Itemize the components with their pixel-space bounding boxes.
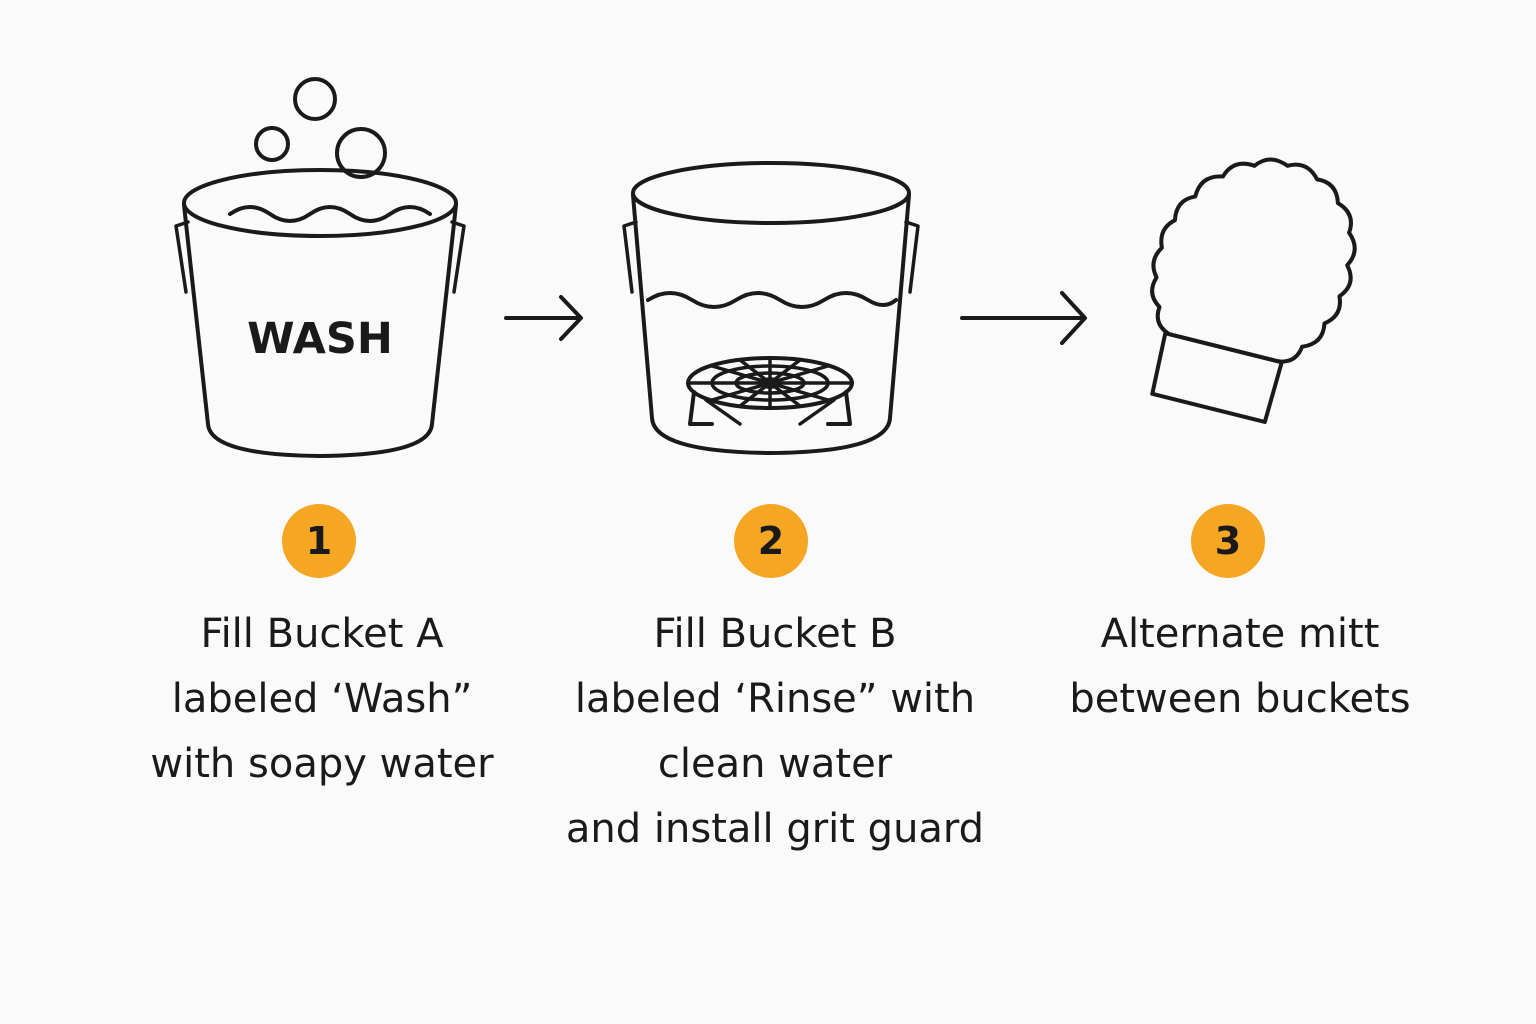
caption-line: clean water bbox=[657, 741, 893, 787]
caption-line: between buckets bbox=[1069, 676, 1411, 722]
step-caption-3: Alternate mitt between buckets bbox=[1010, 602, 1470, 732]
caption-line: and install grit guard bbox=[565, 806, 985, 852]
bubble-icon bbox=[335, 127, 387, 179]
arrow-right-icon bbox=[504, 295, 583, 341]
caption-line: Alternate mitt bbox=[1100, 611, 1380, 657]
rinse-bucket-with-grit-guard-icon bbox=[622, 161, 920, 455]
step-number-badge-1: 1 bbox=[282, 504, 356, 578]
step-number-badge-2: 2 bbox=[734, 504, 808, 578]
step-number: 2 bbox=[757, 519, 785, 563]
bubble-icon bbox=[293, 77, 337, 121]
step-number: 1 bbox=[305, 519, 333, 563]
step-caption-1: Fill Bucket A labeled ‘Wash” with soapy … bbox=[92, 602, 552, 797]
caption-line: Fill Bucket A bbox=[200, 611, 444, 657]
caption-line: with soapy water bbox=[150, 741, 494, 787]
step-number: 3 bbox=[1214, 519, 1242, 563]
grit-guard-icon bbox=[686, 356, 854, 426]
caption-line: Fill Bucket B bbox=[653, 611, 897, 657]
caption-line: labeled ‘Wash” bbox=[171, 676, 473, 722]
caption-line: labeled ‘Rinse” with bbox=[574, 676, 976, 722]
bucket-label-wash: WASH bbox=[247, 314, 393, 364]
arrow-right-icon bbox=[960, 291, 1087, 345]
wash-mitt-icon bbox=[1150, 157, 1357, 424]
bubble-icon bbox=[254, 126, 290, 162]
step-caption-2: Fill Bucket B labeled ‘Rinse” with clean… bbox=[545, 602, 1005, 862]
step-number-badge-3: 3 bbox=[1191, 504, 1265, 578]
wash-bucket-icon: WASH bbox=[174, 77, 466, 458]
